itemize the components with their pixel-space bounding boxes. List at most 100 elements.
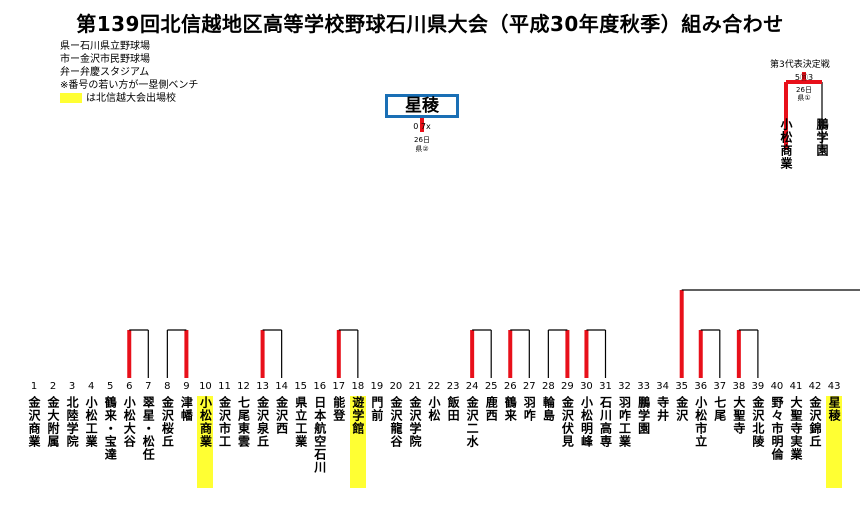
team-number: 32: [618, 381, 631, 392]
match-date: 26日: [414, 136, 430, 144]
team-number: 13: [256, 381, 269, 392]
team-number: 12: [237, 381, 250, 392]
team-name: 野々市明倫: [769, 396, 784, 461]
match-venue: 県②: [415, 145, 428, 153]
team-number: 2: [49, 381, 57, 392]
team-name: 金沢伏見: [560, 396, 575, 448]
team-name: 輪島: [541, 396, 556, 422]
third-place-team: 小松商業: [779, 118, 793, 170]
match-venue: 県①: [797, 94, 810, 102]
team-name: 門前: [369, 396, 384, 422]
team-name: 金大附属: [46, 396, 61, 448]
team-name: 能登: [331, 396, 346, 422]
team-name: 翠星・松任: [141, 396, 156, 461]
team-number: 7: [145, 381, 152, 392]
team-number: 5: [107, 381, 114, 392]
team-number: 21: [408, 381, 422, 392]
team-number: 11: [218, 381, 231, 392]
legend-qualifier-line: は北信越大会出場校: [60, 92, 198, 105]
team-number: 39: [751, 381, 765, 392]
team-name: 北陸学院: [65, 396, 80, 448]
team-number: 28: [541, 381, 555, 392]
team-number: 37: [713, 381, 727, 392]
legend-line: ※番号の若い方が一塁側ベンチ: [60, 80, 199, 91]
team-name: 金沢泉丘: [255, 396, 270, 448]
legend-line: は北信越大会出場校: [86, 93, 176, 104]
team-number: 18: [351, 381, 365, 392]
team-name: 小松大谷: [122, 396, 137, 448]
team-number: 25: [484, 381, 498, 392]
team-number: 1: [30, 381, 38, 392]
legend-line: 市ー金沢市民野球場: [60, 54, 150, 65]
team-number: 31: [599, 381, 612, 392]
team-name: 羽咋: [522, 396, 537, 422]
team-number: 36: [694, 381, 708, 392]
team-name: 飯田: [446, 396, 461, 422]
team-number: 29: [561, 381, 574, 392]
team-name: 金沢商業: [27, 396, 41, 448]
team-number: 9: [183, 381, 190, 392]
team-number: 8: [164, 381, 171, 392]
team-name: 寺井: [655, 396, 670, 422]
team-number: 33: [637, 381, 650, 392]
team-number: 17: [332, 381, 346, 392]
team-name: 星稜: [826, 396, 843, 488]
team-name: 日本航空石川: [312, 396, 327, 474]
team-name: 津幡: [179, 396, 194, 422]
team-name: 七尾東雲: [236, 396, 251, 448]
team-number: 23: [446, 381, 460, 392]
team-number: 38: [732, 381, 746, 392]
team-name: 大聖寺: [731, 396, 746, 435]
team-name: 金沢: [674, 396, 689, 422]
team-name: 鶴来・宝達: [103, 396, 118, 461]
team-number: 6: [126, 381, 133, 392]
team-number: 35: [675, 381, 689, 392]
team-number: 41: [789, 381, 803, 392]
team-name: 小松明峰: [579, 396, 594, 448]
team-name: 金沢北陵: [750, 396, 765, 448]
qualifier-swatch: [60, 93, 82, 103]
team-name: 金沢学院: [408, 396, 422, 448]
legend-line: 県ー石川県立野球場: [60, 41, 150, 52]
legend: 県ー石川県立野球場 市ー金沢市民野球場 弁ー弁慶スタジアム ※番号の若い方が一塁…: [60, 40, 198, 105]
team-number: 3: [68, 381, 76, 392]
team-number: 19: [370, 381, 384, 392]
team-number: 22: [427, 381, 441, 392]
third-place-label: 第3代表決定戦: [770, 60, 830, 70]
team-number: 4: [87, 381, 95, 392]
team-number: 10: [199, 381, 212, 392]
team-number: 42: [808, 381, 822, 392]
third-place-score: 5⑪3: [795, 73, 813, 82]
third-place-team: 鵬学園: [815, 118, 829, 157]
team-number: 34: [656, 381, 669, 392]
team-number: 20: [389, 381, 403, 392]
team-name: 金沢西: [274, 396, 289, 435]
page-title: 第139回北信越地区高等学校野球石川県大会（平成30年度秋季）組み合わせ: [76, 12, 784, 36]
final-score: 0 7x: [413, 122, 431, 131]
team-name: 遊学館: [349, 396, 366, 488]
champion-box: 星稜: [385, 94, 459, 118]
team-name: 小松市立: [693, 396, 708, 448]
legend-line: 弁ー弁慶スタジアム: [60, 67, 150, 78]
match-date: 26日: [796, 86, 812, 94]
team-name: 県立工業: [293, 396, 308, 448]
team-name: 金沢二水: [465, 396, 480, 448]
team-name: 鵬学園: [636, 396, 651, 435]
team-name: 七尾: [712, 396, 727, 422]
team-name: 金沢市工: [217, 396, 232, 448]
team-name: 金沢龍谷: [388, 396, 403, 448]
team-number: 27: [522, 381, 536, 392]
team-number: 26: [503, 381, 517, 392]
team-number: 40: [770, 381, 784, 392]
team-name: 石川高専: [598, 396, 613, 448]
team-number: 16: [313, 381, 327, 392]
team-number: 24: [465, 381, 479, 392]
team-name: 羽咋工業: [617, 396, 632, 448]
team-number: 14: [275, 381, 288, 392]
team-number: 15: [294, 381, 308, 392]
team-name: 金沢錦丘: [808, 396, 823, 448]
team-name: 小松商業: [197, 396, 214, 488]
team-number: 30: [580, 381, 593, 392]
team-name: 大聖寺実業: [789, 396, 803, 461]
